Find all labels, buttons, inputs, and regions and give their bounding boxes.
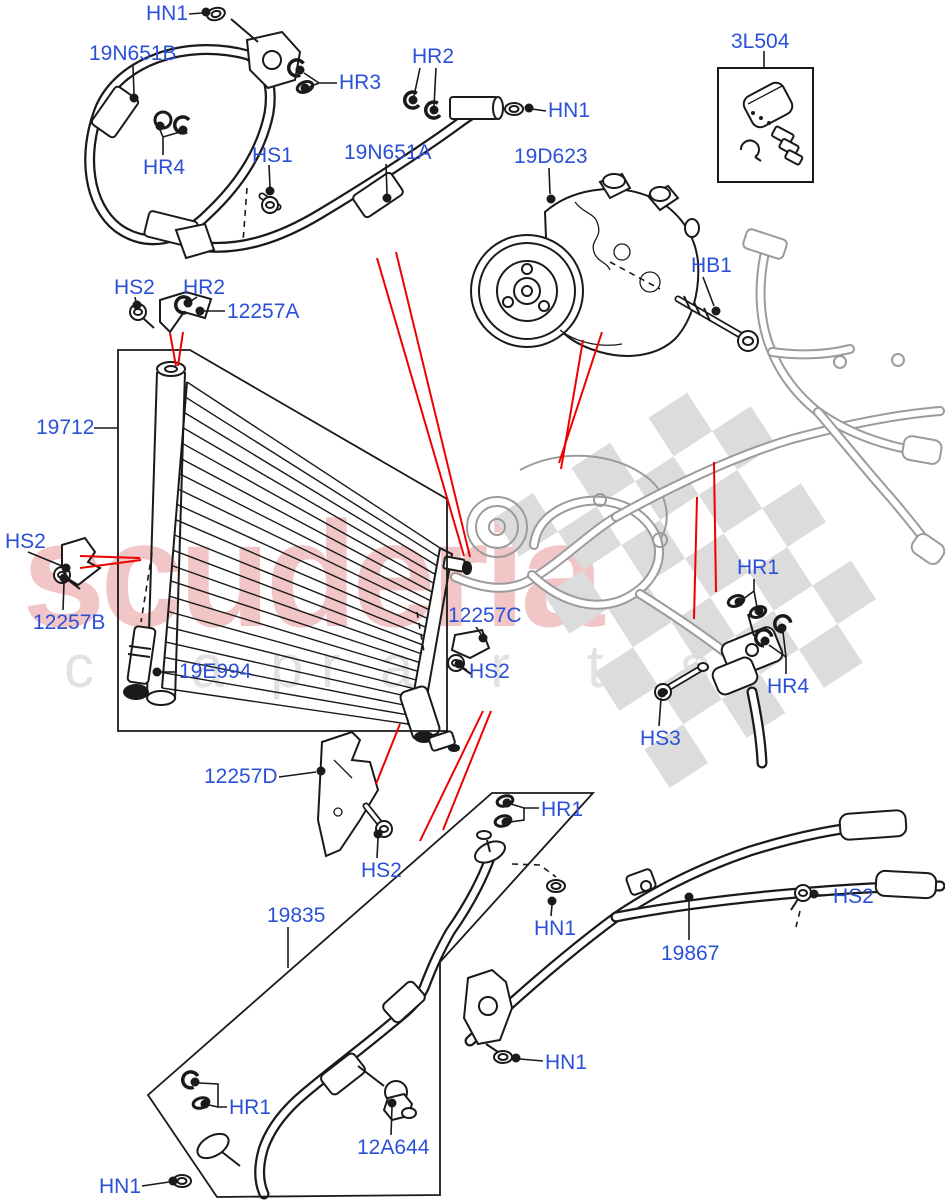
part-label-hr4-21[interactable]: HR4 [767, 675, 810, 698]
part-label-19n651b-1[interactable]: 19N651B [89, 42, 177, 65]
part-label-hs2-15[interactable]: HS2 [5, 530, 46, 553]
part-label-hs2-29[interactable]: HS2 [833, 885, 874, 908]
part-label-hs3-22[interactable]: HS3 [640, 727, 681, 750]
part-label-hn1-0[interactable]: HN1 [146, 2, 189, 25]
part-label-hr2-2[interactable]: HR2 [412, 45, 455, 68]
part-label-hn1-4[interactable]: HN1 [548, 99, 591, 122]
part-label-12257d-23[interactable]: 12257D [204, 765, 278, 788]
part-label-hr1-26[interactable]: HR1 [541, 798, 584, 821]
part-label-hr2-12[interactable]: HR2 [183, 276, 226, 299]
part-label-hr4-10[interactable]: HR4 [143, 156, 186, 179]
assembly-outline-boxes [117, 67, 814, 1198]
part-label-hs2-24[interactable]: HS2 [361, 859, 402, 882]
parts-line-art [53, 4, 945, 1200]
part-label-19867-28[interactable]: 19867 [661, 942, 720, 965]
part-label-hs2-11[interactable]: HS2 [114, 276, 155, 299]
condenser-box-outline [117, 349, 448, 732]
label-leader-lines [27, 7, 831, 1187]
part-label-hn1-33[interactable]: HN1 [99, 1175, 142, 1198]
sensor-box-outline [717, 67, 814, 183]
part-label-hr1-20[interactable]: HR1 [737, 556, 780, 579]
part-label-12257b-16[interactable]: 12257B [33, 611, 106, 634]
part-label-19712-14[interactable]: 19712 [36, 416, 95, 439]
part-label-hb1-8[interactable]: HB1 [691, 254, 732, 277]
ghost-assembly-art [450, 228, 945, 672]
red-pointer-lines [79, 251, 717, 842]
part-label-19d623-6[interactable]: 19D623 [514, 145, 588, 168]
part-label-12257c-18[interactable]: 12257C [448, 604, 522, 627]
part-label-19n651a-5[interactable]: 19N651A [344, 141, 432, 164]
part-label-hr3-3[interactable]: HR3 [339, 71, 382, 94]
part-label-hr1-32[interactable]: HR1 [229, 1096, 272, 1119]
pipe-box-outline [146, 792, 596, 1198]
part-label-hs1-9[interactable]: HS1 [252, 144, 293, 167]
part-label-hn1-27[interactable]: HN1 [534, 917, 577, 940]
part-label-12a644-31[interactable]: 12A644 [357, 1136, 430, 1159]
part-label-hn1-30[interactable]: HN1 [545, 1051, 588, 1074]
part-label-3l504-7[interactable]: 3L504 [731, 30, 790, 53]
part-label-19e994-17[interactable]: 19E994 [179, 660, 252, 683]
part-label-12257a-13[interactable]: 12257A [227, 300, 300, 323]
part-label-19835-25[interactable]: 19835 [267, 904, 326, 927]
part-label-hs2-19[interactable]: HS2 [469, 660, 510, 683]
